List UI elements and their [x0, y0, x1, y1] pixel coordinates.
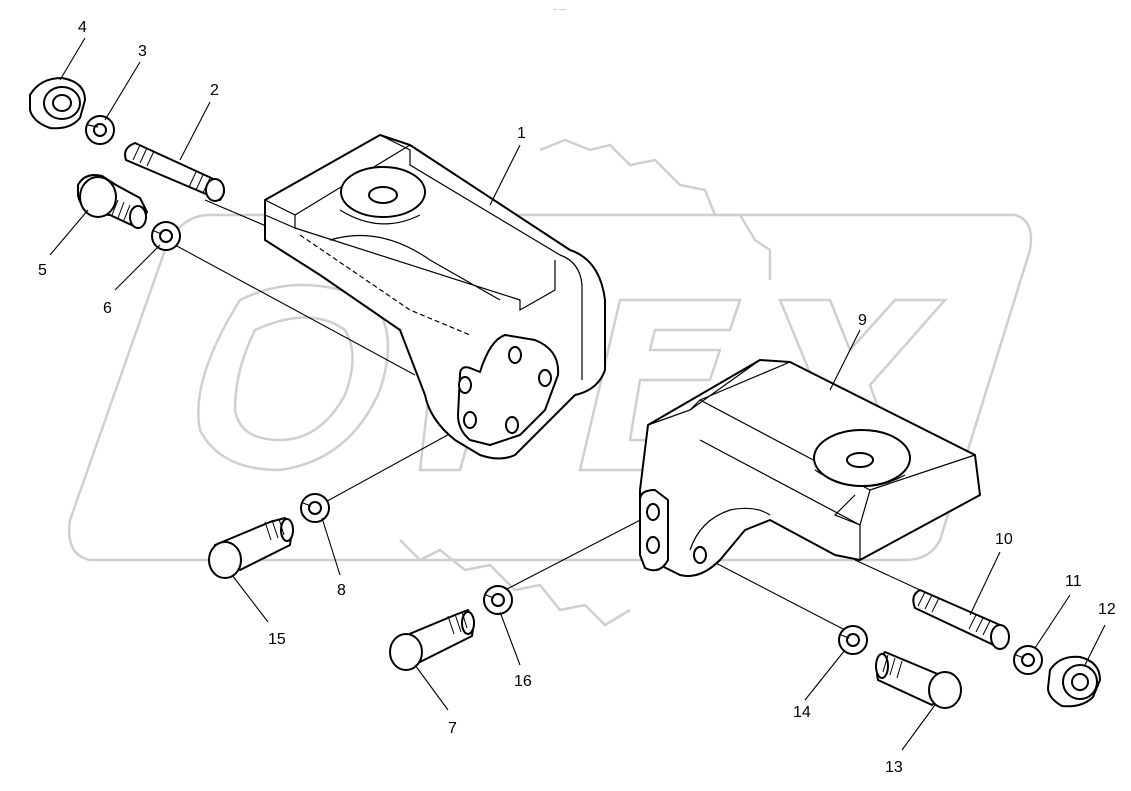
callout-5: 5 — [38, 262, 47, 279]
callout-11: 11 — [1065, 573, 1082, 590]
bracket-part-9 — [639, 359, 981, 577]
header-mark: ~ --- — [553, 7, 567, 14]
callout-8: 8 — [337, 582, 346, 599]
callout-9: 9 — [858, 312, 867, 329]
callout-10: 10 — [995, 531, 1013, 548]
callout-12: 12 — [1098, 601, 1116, 618]
callout-labels: 1 2 3 4 5 6 7 8 9 10 11 12 13 14 15 16 — [38, 19, 1116, 776]
bolt-13 — [875, 651, 962, 709]
callout-3: 3 — [138, 43, 147, 60]
callout-2: 2 — [210, 82, 219, 99]
lock-washer-16 — [483, 585, 513, 615]
lock-washer-6 — [151, 221, 181, 251]
bolt-15 — [208, 517, 294, 579]
callout-15: 15 — [268, 631, 286, 648]
bracket-part-1 — [264, 134, 606, 460]
callout-1: 1 — [517, 125, 526, 142]
stud-2 — [124, 142, 225, 202]
nut-12 — [1047, 655, 1101, 708]
callout-14: 14 — [793, 704, 811, 721]
callout-6: 6 — [103, 300, 112, 317]
bolt-5 — [77, 174, 148, 229]
lock-washer-3 — [85, 115, 115, 145]
bolt-7 — [389, 609, 475, 671]
callout-16: 16 — [514, 673, 532, 690]
callout-7: 7 — [448, 720, 457, 737]
stud-10 — [912, 589, 1010, 650]
nut-4 — [29, 77, 86, 130]
callout-4: 4 — [78, 19, 87, 36]
lock-washer-8 — [300, 493, 330, 523]
lock-washer-11 — [1013, 645, 1043, 675]
callout-leaders — [49, 37, 1106, 751]
callout-13: 13 — [885, 759, 903, 776]
lock-washer-14 — [838, 625, 868, 655]
